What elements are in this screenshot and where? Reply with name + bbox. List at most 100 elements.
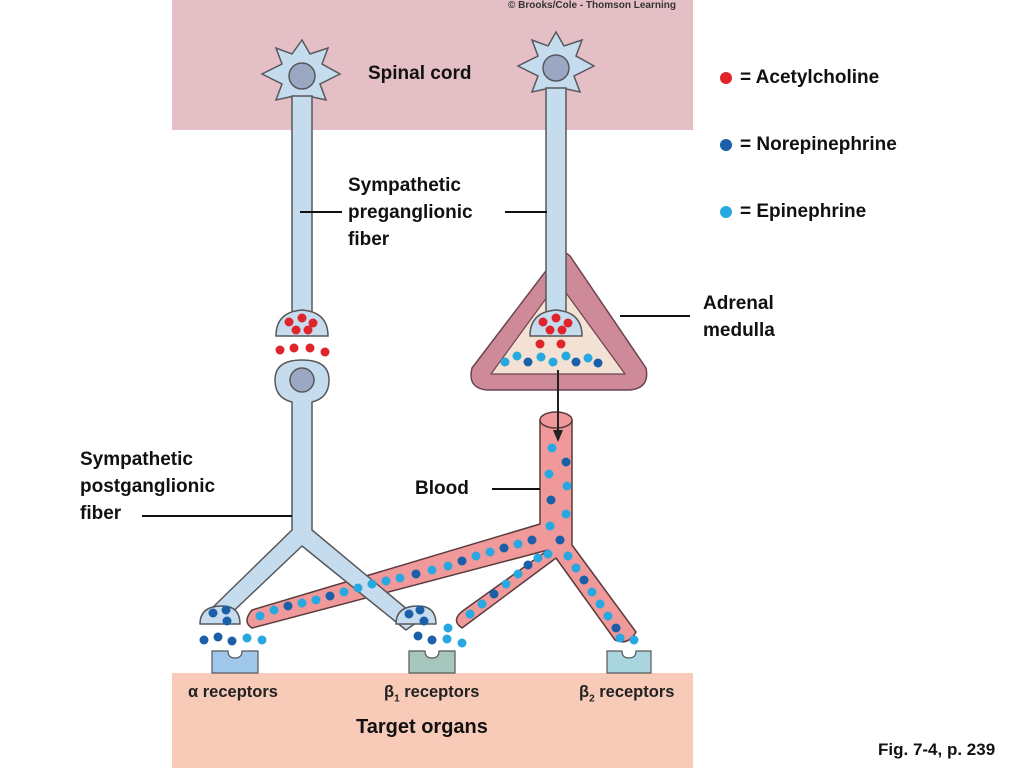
epinephrine-molecule: [629, 635, 639, 645]
norepinephrine-molecule: [404, 609, 414, 619]
acetylcholine-molecule: [303, 325, 313, 335]
acetylcholine-molecule: [545, 325, 555, 335]
epinephrine-molecule: [311, 595, 321, 605]
postganglionic-label: Sympathetic postganglionic fiber: [80, 449, 216, 524]
norepinephrine-molecule: [413, 631, 423, 641]
beta2-receptor: [606, 650, 652, 674]
epinephrine-molecule: [242, 633, 252, 643]
epinephrine-molecule: [501, 579, 511, 589]
epinephrine-molecule: [443, 623, 453, 633]
epinephrine-molecule: [595, 599, 605, 609]
adrenal-medulla-label: Adrenal medulla: [703, 293, 775, 341]
norepinephrine-molecule: [555, 535, 565, 545]
norepinephrine-molecule: [457, 556, 467, 566]
norepinephrine-molecule: [527, 535, 537, 545]
acetylcholine-molecule: [551, 313, 561, 323]
epinephrine-molecule: [443, 561, 453, 571]
target-organs-region: [172, 673, 693, 768]
norepinephrine-molecule: [489, 589, 499, 599]
secretion-arrow: [553, 370, 563, 442]
norepinephrine-molecule: [199, 635, 209, 645]
spinal-cord-region: [172, 0, 693, 130]
molecules: [199, 313, 639, 648]
copyright-notice: © Brooks/Cole - Thomson Learning: [508, 0, 676, 11]
legend-acetylcholine: = Acetylcholine: [720, 67, 879, 89]
epinephrine-molecule: [561, 351, 571, 361]
epinephrine-molecule: [587, 587, 597, 597]
right-preganglionic-neuron: [516, 30, 596, 337]
acetylcholine-molecule: [538, 317, 548, 327]
beta2-receptors-label: β2 receptors: [579, 683, 675, 705]
epinephrine-molecule: [548, 357, 558, 367]
epinephrine-molecule: [471, 551, 481, 561]
epinephrine-molecule: [457, 638, 467, 648]
norepinephrine-molecule: [499, 543, 509, 553]
epinephrine-molecule: [477, 599, 487, 609]
epinephrine-molecule: [513, 569, 523, 579]
norepinephrine-molecule: [579, 575, 589, 585]
beta1-receptors-label: β1 receptors: [384, 683, 480, 705]
norepinephrine-molecule: [427, 635, 437, 645]
acetylcholine-dot: [720, 72, 732, 84]
norepinephrine-molecule: [419, 616, 429, 626]
norepinephrine-molecule: [227, 636, 237, 646]
spinal-cord-label: Spinal cord: [368, 63, 472, 84]
acetylcholine-molecule: [320, 347, 330, 357]
acetylcholine-molecule: [275, 345, 285, 355]
epinephrine-molecule: [603, 611, 613, 621]
epinephrine-molecule: [427, 565, 437, 575]
epinephrine-molecule: [563, 551, 573, 561]
epinephrine-molecule: [297, 598, 307, 608]
acetylcholine-molecule: [291, 325, 301, 335]
epinephrine-molecule: [353, 583, 363, 593]
epinephrine-molecule: [547, 443, 557, 453]
epinephrine-molecule: [583, 353, 593, 363]
receptor-boxes: [211, 650, 652, 674]
epinephrine-molecule: [615, 633, 625, 643]
epinephrine-molecule: [442, 634, 452, 644]
legend-norepinephrine: = Norepinephrine: [720, 134, 897, 156]
left-preganglionic-neuron: [260, 38, 342, 337]
epinephrine-molecule: [533, 553, 543, 563]
acetylcholine-molecule: [308, 318, 318, 328]
epinephrine-molecule: [545, 521, 555, 531]
acetylcholine-molecule: [284, 317, 294, 327]
epinephrine-molecule: [536, 352, 546, 362]
epinephrine-molecule: [544, 469, 554, 479]
blood-label: Blood: [415, 478, 469, 499]
norepinephrine-molecule: [208, 608, 218, 618]
epinephrine-molecule: [562, 481, 572, 491]
norepinephrine-dot: [720, 139, 732, 151]
epinephrine-molecule: [339, 587, 349, 597]
norepinephrine-molecule: [221, 605, 231, 615]
norepinephrine-molecule: [546, 495, 556, 505]
epinephrine-molecule: [255, 611, 265, 621]
preganglionic-label: Sympathetic preganglionic fiber: [348, 175, 473, 250]
acetylcholine-molecule: [289, 343, 299, 353]
beta1-receptor: [408, 650, 456, 674]
norepinephrine-molecule: [325, 591, 335, 601]
acetylcholine-molecule: [297, 313, 307, 323]
acetylcholine-molecule: [305, 343, 315, 353]
epinephrine-molecule: [571, 563, 581, 573]
legend-epinephrine: = Epinephrine: [720, 201, 866, 223]
norepinephrine-molecule: [593, 358, 603, 368]
alpha-receptors-label: α receptors: [188, 683, 278, 701]
alpha-receptor: [211, 650, 259, 674]
norepinephrine-molecule: [415, 605, 425, 615]
epinephrine-molecule: [543, 549, 553, 559]
norepinephrine-molecule: [523, 357, 533, 367]
norepinephrine-molecule: [283, 601, 293, 611]
norepinephrine-molecule: [611, 623, 621, 633]
norepinephrine-molecule: [213, 632, 223, 642]
epinephrine-molecule: [500, 357, 510, 367]
epinephrine-molecule: [257, 635, 267, 645]
epinephrine-molecule: [395, 573, 405, 583]
norepinephrine-molecule: [222, 616, 232, 626]
acetylcholine-molecule: [556, 339, 566, 349]
target-organs-label: Target organs: [356, 716, 488, 738]
figure-caption: Fig. 7-4, p. 239: [878, 740, 996, 759]
acetylcholine-molecule: [557, 325, 567, 335]
